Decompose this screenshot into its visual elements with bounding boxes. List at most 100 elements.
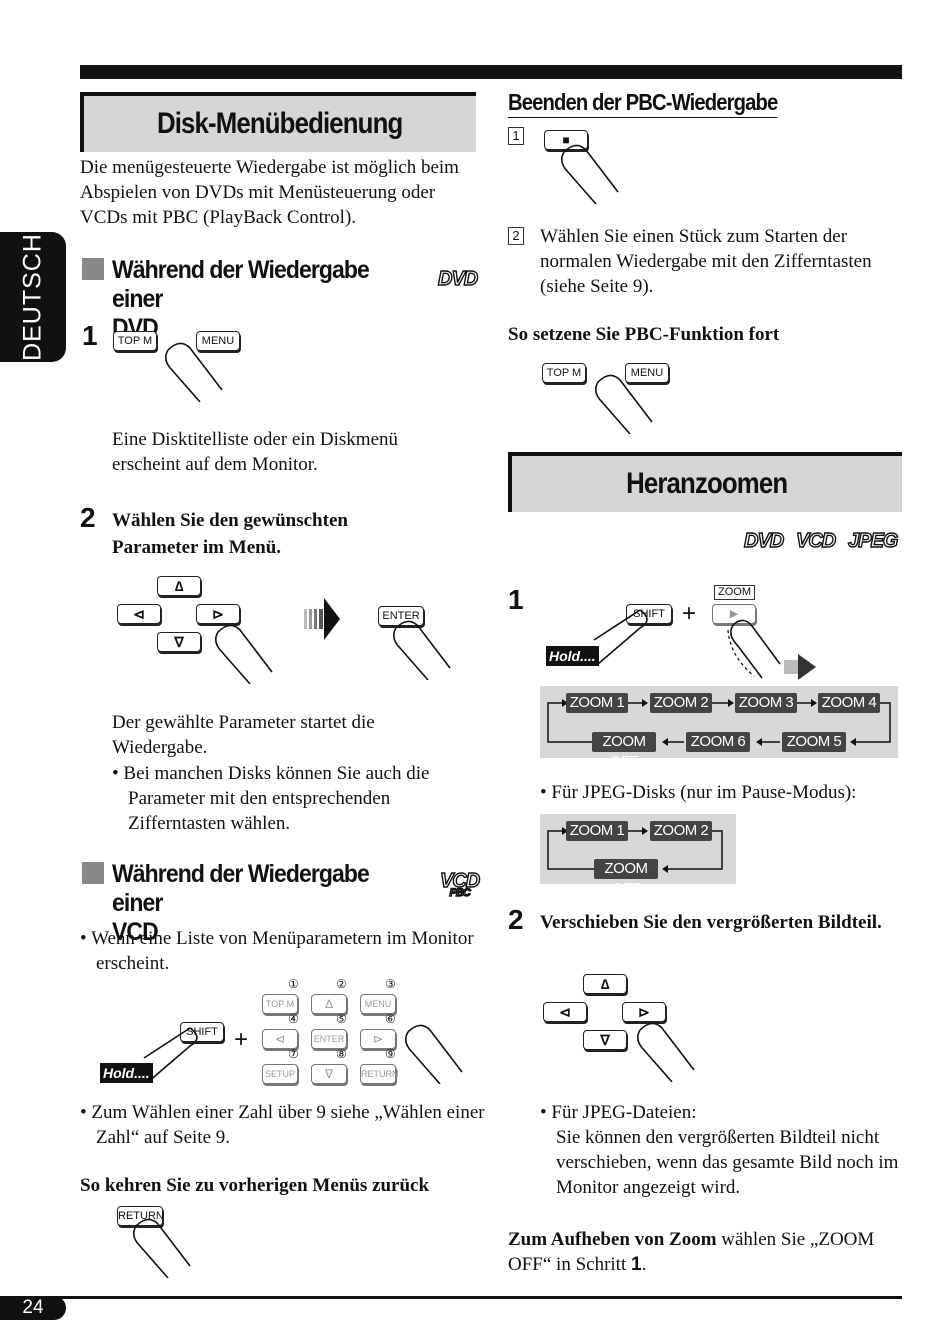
- cancel-zoom-end: .: [641, 1254, 647, 1275]
- arrow-right-button[interactable]: ⊳: [622, 1002, 666, 1022]
- arrow-up-button[interactable]: ∆: [583, 974, 627, 994]
- zoom-2-label: ZOOM 2: [650, 693, 712, 713]
- dvd-step2-bullet-text: Bei manchen Disks können Sie auch die Pa…: [123, 763, 430, 834]
- plus-sign: +: [682, 600, 697, 627]
- digit-5-label: ⑤: [336, 1012, 347, 1026]
- jpeg-files-bullet-head: Für JPEG-Dateien:: [551, 1102, 697, 1123]
- vcd-bullet1-text: Wenn eine Liste von Menüparametern im Mo…: [91, 928, 474, 974]
- digit-7-label: ⑦: [288, 1047, 299, 1061]
- arrow-left-button[interactable]: ⊲: [117, 604, 161, 624]
- dvd-heading-line1: Während der Wiedergabe einer: [112, 256, 370, 313]
- vcd-bullet2-text: Zum Wählen einer Zahl über 9 siehe „Wähl…: [91, 1102, 485, 1148]
- pbc-end-heading: Beenden der PBC-Wiedergabe: [508, 88, 778, 118]
- enter-button[interactable]: ENTER: [378, 606, 424, 626]
- cancel-zoom-bold: Zum Aufheben von Zoom: [508, 1229, 717, 1250]
- arrow-down-button[interactable]: ∇: [157, 632, 201, 652]
- pressing-finger-icon: [164, 342, 223, 402]
- dvd-step2-bullet: • Bei manchen Disks können Sie auch die …: [112, 763, 430, 834]
- key-right[interactable]: ⊳: [360, 1029, 396, 1049]
- pressing-finger-icon: [727, 619, 816, 680]
- key-return[interactable]: RETURN: [360, 1064, 399, 1084]
- intro-text: Die menügesteuerte Wiedergabe ist möglic…: [80, 157, 459, 228]
- vcd-pbc-icon: VCD PBC: [439, 869, 481, 899]
- pbc-step2-text: Wählen Sie einen Stück zum Starten der n…: [540, 226, 872, 297]
- zoom-cycle-panel: ZOOM 1 ZOOM 2 ZOOM 3 ZOOM 4 ZOOM OFF ZOO…: [540, 686, 898, 770]
- digit-9-label: ⑨: [385, 1047, 396, 1061]
- pressing-finger-icon: [560, 144, 619, 204]
- zoom-6-label: ZOOM 6: [686, 732, 750, 752]
- key-enter[interactable]: ENTER: [311, 1029, 347, 1049]
- pressing-finger-icon: [636, 1022, 695, 1082]
- jpeg-files-bullet: • Für JPEG-Dateien:: [540, 1102, 697, 1123]
- page-title: Disk-Menübedienung: [157, 107, 403, 140]
- vcd-bullet1: • Wenn eine Liste von Menüparametern im …: [80, 928, 474, 974]
- top-menu-button[interactable]: TOP M: [542, 363, 586, 383]
- key-top-menu[interactable]: TOP M: [262, 994, 298, 1014]
- arrow-left-button[interactable]: ⊲: [543, 1002, 587, 1022]
- pressing-finger-icon: [404, 1024, 463, 1084]
- right-arrow-icon: [304, 598, 340, 640]
- pressing-finger-icon: [594, 374, 653, 434]
- jpeg-zoom-arrows: [547, 827, 723, 873]
- jpeg-files-text: Sie können den vergrößerten Bildteil nic…: [556, 1127, 899, 1198]
- pressing-finger-icon: [392, 620, 451, 680]
- zoom-button-label: ZOOM: [714, 585, 755, 600]
- top-rule: [80, 65, 902, 79]
- key-down[interactable]: ∇: [311, 1064, 347, 1084]
- return-button[interactable]: RETURN: [117, 1206, 164, 1226]
- heading-square-icon: [82, 862, 104, 884]
- digit-1-label: ①: [288, 977, 299, 991]
- jpeg-zoom-1-label: ZOOM 1: [566, 821, 628, 841]
- digit-2-label: ②: [336, 977, 347, 991]
- zoom-cycle-arrows: [547, 699, 891, 746]
- jpeg-icon: JPEG: [847, 529, 899, 552]
- heading-square-icon: [82, 258, 104, 280]
- zoom-step1-number: 1: [508, 584, 524, 615]
- section-title-disk-menu: Disk-Menübedienung: [80, 92, 476, 152]
- dvd-heading-line2: DVD: [112, 314, 159, 342]
- plus-sign: +: [234, 1026, 249, 1053]
- key-setup[interactable]: SETUP: [262, 1064, 298, 1084]
- vcd-heading-line2: VCD: [112, 918, 159, 946]
- jpeg-zoom-off-label: ZOOM OFF: [594, 859, 658, 897]
- jpeg-zoom-panel: ZOOM 1 ZOOM 2 ZOOM OFF: [540, 814, 736, 897]
- language-label: DEUTSCH: [18, 233, 47, 361]
- dvd-icon: DVD: [437, 267, 479, 290]
- shift-button[interactable]: SHIFT: [180, 1022, 224, 1042]
- section-title-zoom: Heranzoomen: [508, 452, 902, 512]
- pbc-resume-heading: So setzene Sie PBC-Funktion fort: [508, 324, 780, 345]
- vcd-icon-label: VCD: [439, 869, 481, 892]
- zoom-off-label: ZOOM OFF: [592, 732, 656, 770]
- dvd-step2-text: Der gewählte Parameter startet die Wiede…: [112, 712, 375, 758]
- zoom-3-label: ZOOM 3: [735, 693, 797, 713]
- hold-label: Hold....: [100, 1063, 153, 1083]
- pressing-finger-icon: [132, 1218, 191, 1278]
- zoom-1-label: ZOOM 1: [566, 693, 628, 713]
- key-left[interactable]: ⊲: [262, 1029, 298, 1049]
- return-heading: So kehren Sie zu vorherigen Menüs zurück: [80, 1175, 430, 1196]
- zoom-step2-heading: Verschieben Sie den vergrößerten Bildtei…: [540, 912, 882, 933]
- key-up[interactable]: ∆: [311, 994, 347, 1014]
- cancel-zoom-step: 1: [630, 1254, 642, 1275]
- zoom-5-label: ZOOM 5: [782, 732, 846, 752]
- top-menu-button[interactable]: TOP M: [113, 331, 157, 351]
- cancel-zoom-note: Zum Aufheben von Zoom wählen Sie „ZOOM O…: [508, 1227, 908, 1277]
- menu-button[interactable]: MENU: [625, 363, 669, 383]
- pbc-step2-number: 2: [508, 227, 524, 245]
- dvd-step1-number: 1: [82, 320, 98, 351]
- arrow-right-button[interactable]: ⊳: [196, 604, 240, 624]
- arrow-up-button[interactable]: ∆: [157, 576, 201, 596]
- key-menu[interactable]: MENU: [360, 994, 396, 1014]
- cancel-zoom-text: wählen Sie „ZOOM OFF“ in Schritt: [508, 1229, 875, 1275]
- jpeg-bullet-text: Für JPEG-Disks (nur im Pause-Modus):: [551, 782, 857, 803]
- arrow-down-button[interactable]: ∇: [583, 1030, 627, 1050]
- page-number: 24: [0, 1296, 66, 1320]
- menu-button[interactable]: MENU: [196, 331, 240, 351]
- vcd-heading-line1: Während der Wiedergabe einer: [112, 860, 370, 917]
- dvd-step1-text: Eine Disktitelliste oder ein Diskmenü er…: [112, 429, 399, 475]
- jpeg-zoom-2-label: ZOOM 2: [650, 821, 712, 841]
- digit-4-label: ④: [288, 1012, 299, 1026]
- finger-icon: [593, 609, 648, 665]
- dvd-step2-number: 2: [80, 502, 96, 533]
- language-tab: DEUTSCH: [0, 232, 66, 362]
